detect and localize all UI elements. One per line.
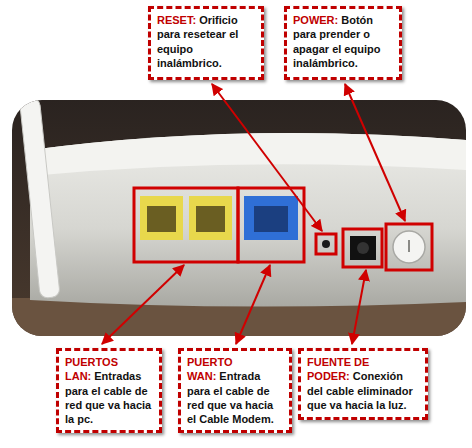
leader-line xyxy=(236,265,270,344)
highlight-box xyxy=(386,224,432,270)
power-button xyxy=(393,231,425,263)
leader-line xyxy=(352,270,366,344)
highlight-box xyxy=(343,229,382,267)
lan-port xyxy=(140,196,183,240)
callout-heading: RESET: xyxy=(157,14,196,26)
lan-port xyxy=(189,196,232,240)
power-jack xyxy=(350,236,376,260)
lan-port-hole xyxy=(196,206,225,232)
router-body xyxy=(30,133,466,307)
leader-line xyxy=(212,84,322,231)
leader-line xyxy=(102,265,184,344)
antenna xyxy=(19,100,60,299)
wan-port xyxy=(244,196,298,240)
photo-background xyxy=(12,100,466,336)
power-jack-pin xyxy=(357,242,369,254)
router-top xyxy=(30,133,466,176)
callout-box: PUERTOS LAN:Entradas para el cable de re… xyxy=(56,348,162,433)
highlight-box xyxy=(134,188,238,262)
callout-box: FUENTE DE PODER:Conexión del cable elimi… xyxy=(298,348,428,420)
power-button-mark xyxy=(408,240,410,252)
wan-port-hole xyxy=(254,206,288,232)
callout-box: POWER:Botón para prender o apagar el equ… xyxy=(284,6,402,80)
reset-hole xyxy=(322,240,330,248)
callout-heading: POWER: xyxy=(293,14,338,26)
callout-box: PUERTO WAN:Entrada para el cable de red … xyxy=(178,348,292,433)
lan-port-hole xyxy=(147,206,176,232)
photo-content xyxy=(12,100,466,336)
highlight-box xyxy=(238,188,304,262)
callout-box: RESET:Orificio para resetear el equipo i… xyxy=(148,6,264,80)
leader-line xyxy=(345,84,405,221)
highlight-box xyxy=(316,234,336,254)
